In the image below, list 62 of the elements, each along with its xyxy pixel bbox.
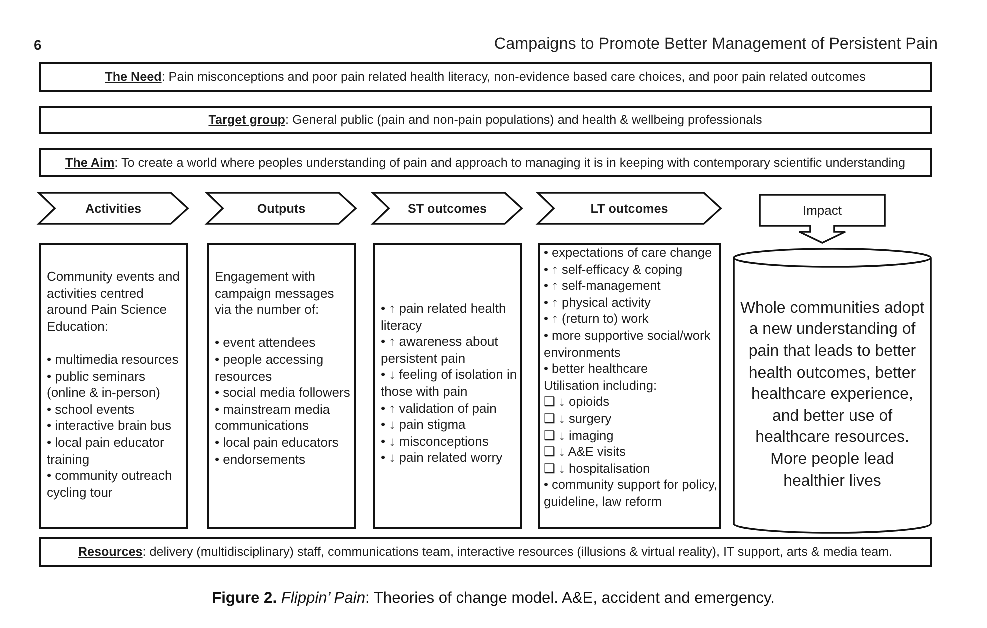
list-item: • multimedia resources <box>47 352 179 369</box>
list-item: • ↑ self-efficacy & coping <box>544 262 683 278</box>
figure-caption: Figure 2. Flippin’ Pain: Theories of change model. A&E, accident and emergency. <box>212 590 775 607</box>
content-panel <box>207 243 356 529</box>
intro-text: Community events and activities centred around Pain Science Education: <box>47 269 181 336</box>
list-item: • ↑ pain related health literacy <box>381 301 508 334</box>
list-item: • more supportive social/work environments <box>544 328 712 362</box>
list-item: • local pain educators <box>215 434 339 452</box>
header-label: Outputs <box>257 202 306 216</box>
list-item: • school events <box>47 402 135 418</box>
list-item: • ↑ physical activity <box>544 294 651 312</box>
page-number: 6 <box>34 37 42 53</box>
statement-box <box>39 148 932 177</box>
list-item: • ↓ pain stigma <box>381 417 466 434</box>
statement-text: The Aim: To create a world where peoples understanding of pain and approach to managing it is in keeping with contemporary scientific understanding <box>65 156 906 170</box>
statement-text: The Need: Pain misconceptions and poor pain related health literacy, non-evidence based care choices, and poor pain related outcomes <box>105 70 866 84</box>
intro-text: Engagement with campaign messages via the number of: <box>215 269 336 319</box>
list-item: ❑ ↓ hospitalisation <box>544 460 650 478</box>
running-title: Campaigns to Promote Better Management of Persistent Pain <box>494 35 938 54</box>
list-item: • community support for policy, guideline, law reform <box>544 477 719 510</box>
list-item: ❑ ↓ imaging <box>544 428 614 444</box>
list-item: • ↑ self-management <box>544 278 661 295</box>
list-item: • local pain educator training <box>47 434 166 468</box>
list-item: • interactive brain bus <box>47 418 172 435</box>
list-item: • ↓ feeling of isolation in those with pain <box>381 367 518 401</box>
list-item: • ↑ awareness about persistent pain <box>381 334 500 368</box>
list-item: • public seminars (online & in-person) <box>47 368 162 402</box>
list-item: • social media followers <box>215 385 350 402</box>
list-item: • better healthcare <box>544 361 648 378</box>
list-item: ❑ ↓ A&E visits <box>544 444 626 461</box>
header-label: Activities <box>86 202 142 216</box>
down-arrow-callout <box>759 194 886 244</box>
header-label: LT outcomes <box>590 202 668 216</box>
list-item: ❑ ↓ surgery <box>544 410 612 428</box>
statement-box <box>39 106 932 134</box>
list-item: ❑ ↓ opioids <box>544 394 610 411</box>
statement-box <box>39 537 932 567</box>
statement-box <box>39 62 932 92</box>
list-item: • endorsements <box>215 452 306 468</box>
resources-text: Resources: delivery (multidisciplinary) staff, communications team, interactive resources (illusions & virtual reality), IT support, arts & media team. <box>78 545 893 559</box>
cylinder-shape <box>733 249 932 533</box>
content-panel <box>39 243 188 529</box>
list-item: Utilisation including: <box>544 378 658 394</box>
list-item: • expectations of care change <box>544 245 712 262</box>
list-item: • ↑ validation of pain <box>381 400 497 418</box>
list-item: • event attendees <box>215 335 316 352</box>
list-item: • ↑ (return to) work <box>544 311 649 328</box>
list-item: • people accessing resources <box>215 352 325 386</box>
step-banner <box>206 192 357 225</box>
statement-text: Target group: General public (pain and non-pain populations) and health & wellbeing professionals <box>208 113 762 127</box>
content-panel <box>373 243 522 529</box>
header-label: Impact <box>802 202 842 218</box>
content-panel <box>538 243 721 529</box>
step-banner <box>372 192 523 225</box>
step-banner <box>38 192 189 225</box>
list-item: • ↓ misconceptions <box>381 434 489 450</box>
header-label: ST outcomes <box>408 202 488 216</box>
list-item: • community outreach cycling tour <box>47 468 174 502</box>
list-item: • mainstream media communications <box>215 402 332 435</box>
step-banner <box>537 192 722 225</box>
list-item: • ↓ pain related worry <box>381 450 503 467</box>
outcome-statement: Whole communities adopt a new understanding of pain that leads to better health outcomes, better healthcare experience, and better use of healthcare resources. More people lead healthier lives <box>740 298 926 492</box>
